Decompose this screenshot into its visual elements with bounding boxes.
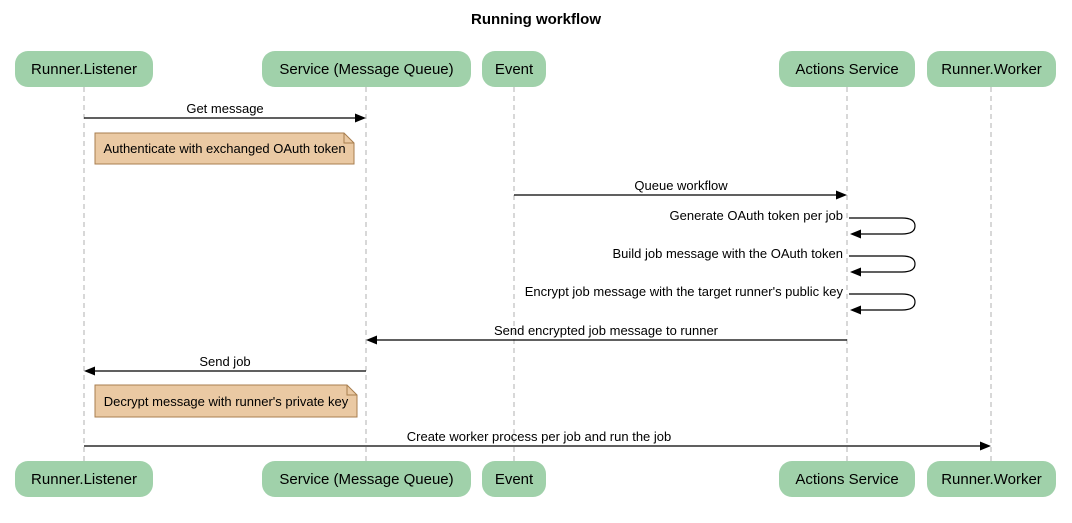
self-loop-path	[849, 255, 916, 273]
arrow-left-head-icon	[366, 335, 377, 345]
participant-runner-listener-bottom: Runner.Listener	[15, 461, 153, 497]
participant-service-message-queue-top: Service (Message Queue)	[262, 51, 471, 87]
note-decrypt-label: Decrypt message with runner's private ke…	[103, 393, 349, 409]
participant-label: Runner.Worker	[941, 470, 1042, 488]
participant-label: Runner.Listener	[31, 470, 137, 488]
arrow-right-head-icon	[836, 190, 847, 200]
arrow-left-head-icon	[850, 305, 861, 315]
message-label-send-encrypted-job-message: Send encrypted job message to runner	[493, 323, 719, 338]
note-authenticate-body	[94, 132, 355, 165]
participant-label: Event	[494, 60, 534, 78]
participant-event-bottom: Event	[482, 461, 546, 497]
self-loop-path	[849, 217, 916, 235]
message-label-send-job: Send job	[199, 354, 251, 369]
self-arrow-generate-oauth-token	[849, 217, 916, 239]
message-label-generate-oauth-token: Generate OAuth token per job	[669, 208, 843, 223]
arrow-send-job	[84, 366, 366, 376]
participant-label: Actions Service	[795, 470, 899, 488]
participant-label: Runner.Listener	[31, 60, 137, 78]
arrow-right-head-icon	[355, 113, 366, 123]
participant-label: Event	[494, 470, 534, 488]
note-authenticate-fold-icon	[343, 133, 354, 144]
message-label-encrypt-job-message: Encrypt job message with the target runn…	[524, 284, 843, 299]
self-loop-path	[849, 293, 916, 311]
message-label-get-message: Get message	[186, 101, 264, 116]
note-decrypt-fold-icon	[346, 385, 357, 396]
participant-service-message-queue-bottom: Service (Message Queue)	[262, 461, 471, 497]
self-arrow-encrypt-job-message	[849, 293, 916, 315]
arrow-left-head-icon	[850, 229, 861, 239]
participant-runner-listener-top: Runner.Listener	[15, 51, 153, 87]
arrow-send-encrypted-job-message	[366, 335, 847, 345]
participant-label: Actions Service	[795, 60, 899, 78]
participant-runner-worker-bottom: Runner.Worker	[927, 461, 1056, 497]
self-arrow-build-job-message	[849, 255, 916, 277]
note-authenticate-label: Authenticate with exchanged OAuth token	[103, 141, 346, 156]
message-label-queue-workflow: Queue workflow	[634, 178, 728, 193]
message-label-create-worker-process: Create worker process per job and run th…	[406, 429, 672, 444]
arrow-right-head-icon	[980, 441, 991, 451]
arrow-create-worker-process	[84, 441, 991, 451]
note-authenticate-shape	[94, 132, 355, 165]
participant-actions-service-top: Actions Service	[779, 51, 915, 87]
note-decrypt-shape	[94, 384, 358, 418]
arrow-queue-workflow	[514, 190, 847, 200]
participant-label: Runner.Worker	[941, 60, 1042, 78]
message-label-build-job-message: Build job message with the OAuth token	[612, 246, 843, 261]
diagram-title: Running workflow	[471, 11, 601, 28]
participant-actions-service-bottom: Actions Service	[779, 461, 915, 497]
participant-label: Service (Message Queue)	[279, 60, 454, 78]
participant-runner-worker-top: Runner.Worker	[927, 51, 1056, 87]
participant-label: Service (Message Queue)	[279, 470, 454, 488]
arrow-left-head-icon	[84, 366, 95, 376]
arrow-get-message	[84, 113, 366, 123]
arrow-left-head-icon	[850, 267, 861, 277]
participant-event-top: Event	[482, 51, 546, 87]
arrows	[84, 113, 991, 451]
note-decrypt-body	[94, 384, 358, 418]
